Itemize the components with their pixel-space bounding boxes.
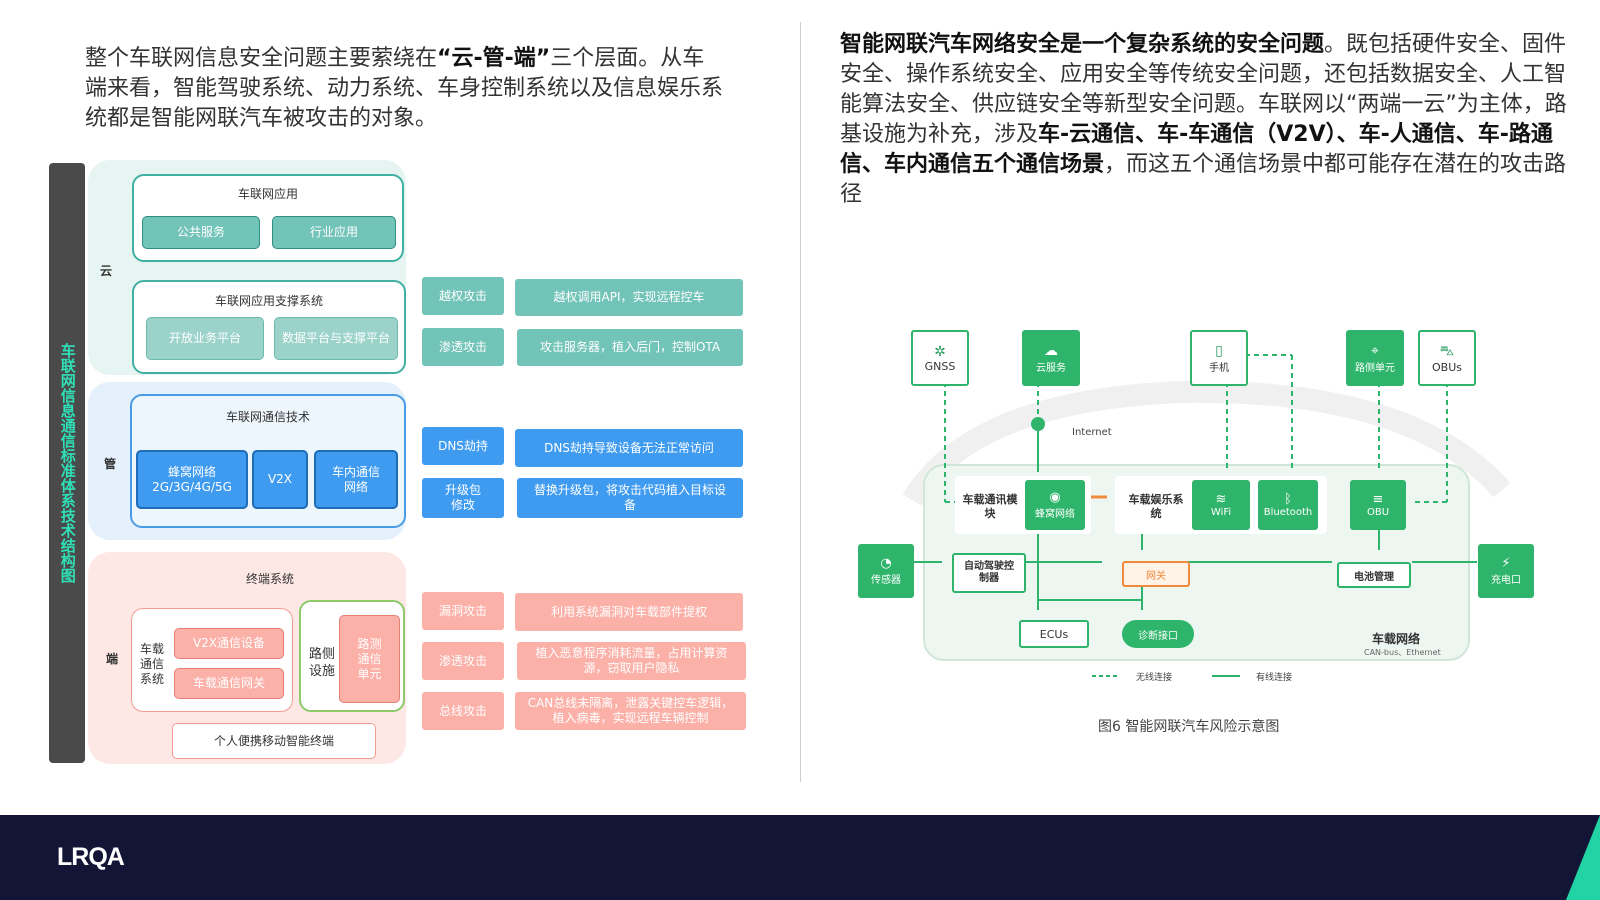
pipe-item: 车内通信网络 [314,450,398,509]
attack-desc: 攻击服务器，植入后门，控制OTA [517,329,743,366]
pipe-zone-label: 管 [104,457,117,471]
obu-icon: ≡ [1372,492,1384,507]
sensor-label: 传感器 [871,575,901,586]
internet-label: Internet [1072,427,1112,438]
cloud-service-device: ☁ 云服务 [1022,330,1080,386]
figure-caption: 图6 智能网联汽车风险示意图 [1098,719,1280,735]
footer-accent [1566,815,1600,900]
phone-label: 手机 [1209,362,1229,374]
attack-name: 漏洞攻击 [422,592,504,630]
location-icon: ⌖ [1371,342,1379,359]
right-paragraph-text-2: ，而这五个通信场景中都可能存在潜在的攻击路径 [840,152,1567,207]
roadside-label: 路侧设施 [308,647,335,679]
arch-side-title: 车联网信息通信标准体系技术结构图 [49,163,85,763]
left-paragraph-text-2: 三个层面。从车端来看，智能驾驶系统、动力系统、车身控制系统以及信息娱乐系统都是智… [85,46,724,131]
attack-name: 渗透攻击 [422,642,504,680]
battery-management: 电池管理 [1337,562,1411,588]
cellular-label: 蜂窝网络 [1035,509,1075,520]
bluetooth-label: Bluetooth [1263,507,1313,518]
obu-label: OBU [1366,507,1390,518]
attack-desc: DNS劫持导致设备无法正常访问 [515,429,743,467]
diagnostic-port: 诊断接口 [1122,620,1194,648]
car-icon: ⛍ [1439,342,1455,359]
obu-module: ≡ OBU [1350,480,1406,530]
satellite-icon: ✲ [934,343,946,360]
phone-icon: ▯ [1215,342,1223,359]
cloud-zone-label: 云 [100,264,113,278]
attack-desc: 植入恶意程序消耗流量，占用计算资源，窃取用户隐私 [517,642,746,680]
attack-name: 渗透攻击 [422,328,504,366]
sensor-device: ◔ 传感器 [858,544,914,598]
comm-module-label: 车载通讯模块 [962,493,1018,520]
gateway: 网关 [1122,561,1190,587]
attack-desc: CAN总线未隔离，泄露关键控车逻辑，植入病毒，实现远程车辆控制 [515,692,746,730]
vehicle-comm-item: V2X通信设备 [174,628,284,659]
attack-name: 升级包修改 [422,478,504,518]
cloud-icon: ☁ [1044,342,1058,359]
legend-wireless: 无线连接 [1136,673,1173,683]
bluetooth-icon: ᛒ [1284,492,1292,507]
cellular-module: ◉ 蜂窝网络 [1025,480,1085,530]
attack-desc: 利用系统漏洞对车载部件提权 [515,593,743,631]
cloud-app-item: 行业应用 [272,216,396,249]
obus-label: OBUs [1432,360,1462,374]
pipe-item: V2X [252,450,308,509]
bus-subtitle: CAN-bus、Ethernet [1364,648,1441,657]
vehicle-comm-label: 车载通信系统 [139,641,164,686]
left-paragraph: 整个车联网信息安全问题主要萦绕在“云-管-端”三个层面。从车端来看，智能驾驶系统… [85,44,725,134]
right-paragraph-text-1: 。既包括硬件安全、固件安全、操作系统安全、应用安全等传统安全问题，还包括数据安全… [840,32,1567,147]
roadside-unit-device: ⌖ 路侧单元 [1346,330,1404,386]
cloud-app-title: 车联网应用 [237,187,298,201]
ecus: ECUs [1019,620,1089,648]
bluetooth-module: ᛒ Bluetooth [1258,480,1318,530]
adas-controller: 自动驾驶控制器 [952,553,1026,593]
cloud-support-item: 数据平台与支撑平台 [274,317,398,360]
cloud-service-label: 云服务 [1036,362,1066,374]
right-paragraph-bold-1: 智能网联汽车网络安全是一个复杂系统的安全问题 [840,32,1325,57]
wifi-label: WiFi [1210,507,1232,518]
gnss-label: GNSS [924,359,956,373]
signal-icon: ◉ [1049,490,1061,505]
footer-bar [0,815,1600,900]
vehicle-comm-item: 车载通信网关 [174,668,284,699]
left-paragraph-text-1: 整个车联网信息安全问题主要萦绕在 [85,46,438,71]
gnss-device: ✲ GNSS [911,330,969,386]
end-title: 终端系统 [245,572,294,586]
wifi-module: ≋ WiFi [1192,480,1250,530]
roadside-unit: 路测通信单元 [339,615,400,703]
wifi-icon: ≋ [1215,492,1227,507]
cloud-support-item: 开放业务平台 [146,317,264,360]
gauge-icon: ◔ [880,556,892,571]
attack-name: DNS劫持 [422,427,504,465]
bus-title: 车载网络 [1372,632,1421,646]
attack-desc: 替换升级包，将攻击代码植入目标设备 [517,478,743,518]
obus-device: ⛍ OBUs [1418,330,1476,386]
roadside-unit-label: 路侧单元 [1355,362,1395,374]
right-paragraph-bold-2: 车-云通信、车-车通信（V2V）、车-人通信、车-路通信、车内通信五个通信场景 [840,122,1553,177]
right-paragraph: 智能网联汽车网络安全是一个复杂系统的安全问题。既包括硬件安全、固件安全、操作系统… [840,30,1570,210]
pipe-item: 蜂窝网络2G/3G/4G/5G [136,450,248,509]
left-paragraph-bold: “云-管-端” [437,46,551,71]
end-zone-label: 端 [106,652,119,666]
charge-port-label: 充电口 [1491,575,1521,586]
portable-terminal: 个人便携移动智能终端 [172,723,376,759]
cloud-app-item: 公共服务 [142,216,260,249]
phone-device: ▯ 手机 [1190,330,1248,386]
lightning-icon: ⚡ [1501,556,1511,571]
pipe-title: 车联网通信技术 [225,410,310,424]
cloud-support-title: 车联网应用支撑系统 [214,294,323,308]
attack-desc: 越权调用API，实现远程控车 [515,279,743,316]
charge-port-device: ⚡ 充电口 [1478,544,1534,598]
lrqa-logo: LRQA [57,843,125,871]
column-divider [800,22,801,782]
ent-system-label: 车载娱乐系统 [1128,493,1184,520]
attack-name: 总线攻击 [422,692,504,730]
attack-name: 越权攻击 [422,277,504,315]
legend-wired: 有线连接 [1256,673,1293,683]
